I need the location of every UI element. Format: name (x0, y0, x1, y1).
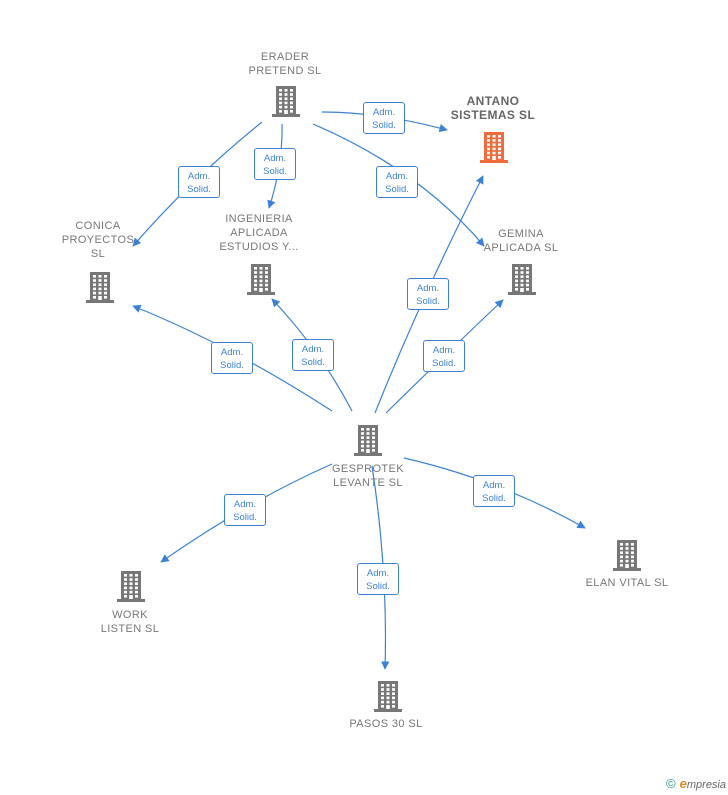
building-icon (117, 571, 145, 602)
company-node-conica[interactable] (83, 270, 117, 309)
relation-badge[interactable]: Adm. Solid. (376, 166, 418, 198)
company-label-pasos[interactable]: PASOS 30 SL (349, 718, 423, 730)
relation-badge[interactable]: Adm. Solid. (363, 102, 405, 134)
relation-line1: Adm. (432, 345, 456, 356)
building-icon (374, 681, 402, 712)
company-label-erader[interactable]: ERADER PRETEND SL (248, 51, 322, 77)
building-icon (613, 540, 641, 571)
relation-badge[interactable]: Adm. Solid. (423, 340, 465, 372)
relation-line1: Adm. (416, 283, 440, 294)
brand-initial: e (679, 776, 687, 791)
relation-badge[interactable]: Adm. Solid. (178, 166, 220, 198)
company-label-ingenieria[interactable]: INGENIERIA APLICADA ESTUDIOS Y... (219, 213, 299, 253)
company-label-gesprotek[interactable]: GESPROTEK LEVANTE SL (331, 463, 405, 489)
building-icon (480, 132, 508, 163)
relation-line2: Solid. (366, 581, 390, 592)
company-node-erader[interactable] (269, 84, 303, 123)
relation-line1: Adm. (301, 344, 325, 355)
relation-line2: Solid. (385, 184, 409, 195)
company-label-gemina[interactable]: GEMINA APLICADA SL (483, 228, 559, 254)
relation-line1: Adm. (187, 171, 211, 182)
company-node-gesprotek[interactable] (351, 423, 385, 462)
relation-badge[interactable]: Adm. Solid. (473, 475, 515, 507)
company-label-antano[interactable]: ANTANO SISTEMAS SL (450, 94, 536, 122)
relation-line2: Solid. (263, 166, 287, 177)
relation-badge[interactable]: Adm. Solid. (357, 563, 399, 595)
building-icon (272, 86, 300, 117)
relation-badge[interactable]: Adm. Solid. (211, 342, 253, 374)
relation-line2: Solid. (187, 184, 211, 195)
company-label-elan[interactable]: ELAN VITAL SL (585, 577, 669, 589)
brand-name: mpresia (686, 779, 726, 791)
building-icon (354, 425, 382, 456)
company-label-work[interactable]: WORK LISTEN SL (100, 609, 160, 635)
relation-line2: Solid. (301, 357, 325, 368)
relation-line2: Solid. (416, 296, 440, 307)
relation-line2: Solid. (482, 493, 506, 504)
building-icon (86, 272, 114, 303)
relation-line1: Adm. (220, 347, 244, 358)
building-icon (508, 264, 536, 295)
relation-line1: Adm. (372, 107, 396, 118)
relation-line2: Solid. (233, 512, 257, 523)
copyright-icon: © (666, 776, 676, 791)
company-node-ingenieria[interactable] (244, 262, 278, 301)
company-node-antano[interactable] (477, 130, 511, 169)
relation-badge[interactable]: Adm. Solid. (224, 494, 266, 526)
relation-line1: Adm. (482, 480, 506, 491)
company-node-elan[interactable] (610, 538, 644, 577)
relation-line2: Solid. (432, 358, 456, 369)
company-node-pasos[interactable] (371, 679, 405, 718)
relation-line1: Adm. (366, 568, 390, 579)
relation-line1: Adm. (385, 171, 409, 182)
building-icon (247, 264, 275, 295)
relation-badge[interactable]: Adm. Solid. (254, 148, 296, 180)
relation-line1: Adm. (263, 153, 287, 164)
company-node-work[interactable] (114, 569, 148, 608)
company-node-gemina[interactable] (505, 262, 539, 301)
relation-line2: Solid. (372, 120, 396, 131)
footer-brand: ©empresia (666, 776, 726, 791)
relation-line1: Adm. (233, 499, 257, 510)
relation-line2: Solid. (220, 360, 244, 371)
relation-badge[interactable]: Adm. Solid. (407, 278, 449, 310)
relation-badge[interactable]: Adm. Solid. (292, 339, 334, 371)
company-label-conica[interactable]: CONICA PROYECTOS SL (61, 220, 135, 260)
